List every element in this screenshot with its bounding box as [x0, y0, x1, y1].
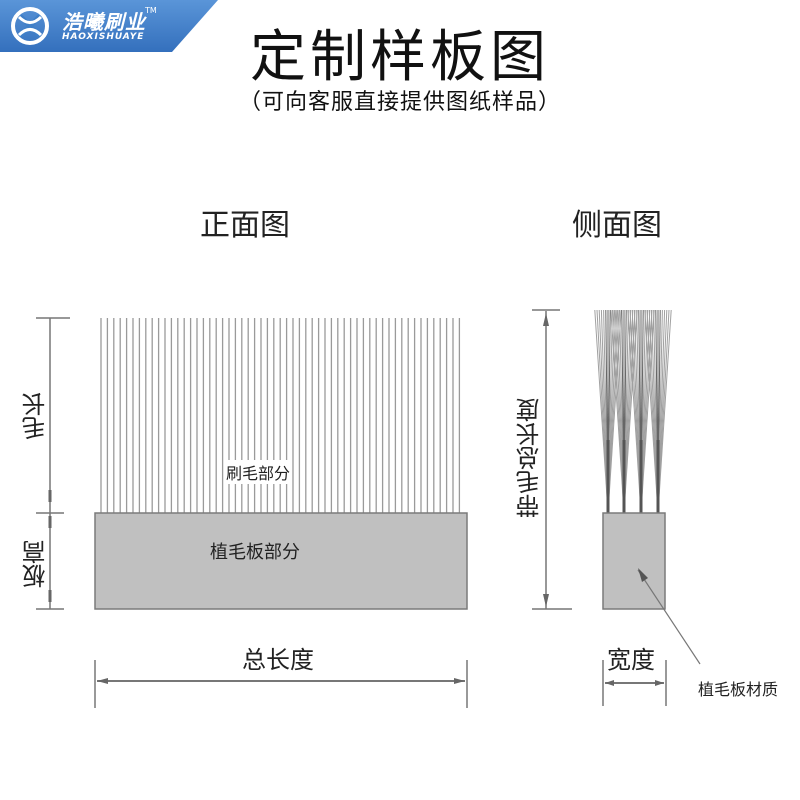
- total-length-label: 总长度: [242, 646, 314, 674]
- page-title: 定制样板图: [250, 25, 550, 90]
- front-view-title: 正面图: [200, 208, 290, 243]
- brand-name: 浩曦刷业: [62, 10, 146, 34]
- front-height-dimension: [36, 317, 70, 610]
- page-subtitle: （可向客服直接提供图纸样品）: [238, 90, 561, 115]
- side-width-dimension: [602, 660, 667, 706]
- trademark-mark: TM: [145, 6, 157, 15]
- board-height-label: 板高: [22, 540, 50, 588]
- brand-logo-banner: 浩曦刷业 TM HAOXISHUAYE: [0, 0, 220, 52]
- banner-background: [0, 0, 218, 52]
- front-length-dimension: [94, 660, 468, 708]
- front-board: [94, 512, 468, 610]
- side-bristle-tufts: [594, 309, 672, 514]
- bristle-section-label: 刷毛部分: [224, 460, 293, 484]
- brand-emblem-icon: [11, 7, 49, 45]
- material-callout-leader: [637, 568, 701, 665]
- bristle-length-label: 毛长: [22, 392, 50, 440]
- board-section-label: 植毛板部分: [210, 542, 300, 563]
- brand-pinyin: HAOXISHUAYE: [62, 32, 145, 42]
- material-callout-label: 植毛板材质: [698, 680, 779, 699]
- width-label: 宽度: [607, 646, 655, 674]
- side-board: [602, 512, 666, 610]
- total-with-bristle-label: 带毛总长度: [516, 398, 544, 518]
- side-view-title: 侧面图: [572, 208, 662, 243]
- side-height-dimension: [532, 309, 572, 610]
